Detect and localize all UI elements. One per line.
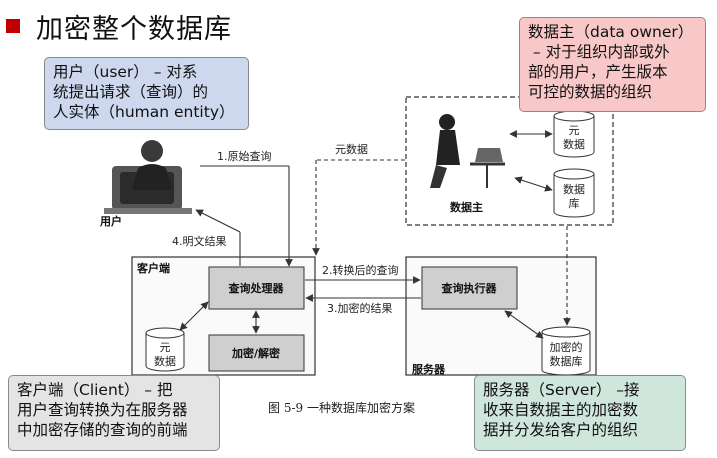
- processor-metadata-double-arrow: [179, 301, 209, 331]
- callout-server: 服务器（Server） –接 收来自数据主的加密数 据并分发给客户的组织: [474, 375, 686, 451]
- encrypted-database-cylinder-icon: [541, 326, 591, 376]
- callout-owner-line-1: 数据主（data owner）: [528, 23, 694, 41]
- client-metadata-label-1: 元: [160, 341, 171, 354]
- slide-title: 加密整个数据库: [6, 6, 232, 46]
- encrypted-db-label-2: 数据库: [550, 354, 583, 368]
- owner-database-label-1: 数据: [563, 182, 585, 196]
- owner-database-double-arrow: [514, 176, 553, 192]
- step1-label: 1.原始查询: [217, 149, 272, 163]
- owner-database-label-2: 库: [569, 197, 580, 210]
- step4-arrow-left: [195, 209, 241, 233]
- callout-user-line-3: 人实体（human entity）: [53, 103, 235, 121]
- executor-encrypted-db-double-arrow: [504, 310, 544, 339]
- callout-owner-line-3: 部的用户，产生版本: [528, 63, 668, 81]
- title-bullet-icon: [6, 19, 20, 33]
- callout-client-line-3: 中加密存储的查询的前端: [17, 421, 188, 439]
- metadata-flow-label: 元数据: [335, 142, 368, 156]
- callout-client-line-1: 客户端（Client） – 把: [17, 381, 173, 399]
- query-processor-label: 查询处理器: [229, 281, 285, 295]
- step4-label: 4.明文结果: [172, 234, 227, 248]
- server-label: 服务器: [412, 362, 446, 376]
- callout-client-line-2: 用户查询转换为在服务器: [17, 401, 188, 419]
- encrypted-db-label-1: 加密的: [550, 340, 583, 354]
- client-metadata-label-2: 数据: [154, 354, 176, 368]
- title-text: 加密整个数据库: [36, 13, 232, 45]
- query-executor-label: 查询执行器: [442, 281, 498, 295]
- user-person-icon: [104, 140, 192, 214]
- callout-server-line-3: 据并分发给客户的组织: [483, 421, 639, 439]
- query-processor-box: [208, 266, 305, 310]
- callout-client: 客户端（Client） – 把 用户查询转换为在服务器 中加密存储的查询的前端: [8, 375, 220, 451]
- owner-metadata-label-2: 数据: [563, 137, 585, 151]
- step2-label: 2.转换后的查询: [322, 263, 399, 277]
- encrypt-decrypt-label: 加密/解密: [231, 346, 280, 360]
- callout-server-line-2: 收来自数据主的加密数: [483, 401, 639, 419]
- callout-server-line-1: 服务器（Server） –接: [483, 381, 640, 399]
- client-label: 客户端: [136, 261, 170, 275]
- encrypt-decrypt-box: [208, 334, 305, 372]
- callout-owner-line-4: 可控的数据的组织: [528, 83, 653, 101]
- callout-user: 用户（user） – 对系 统提出请求（查询）的 人实体（human entit…: [44, 57, 249, 130]
- owner-metadata-cylinder-icon: [553, 110, 595, 158]
- user-label: 用户: [100, 214, 122, 228]
- query-executor-box: [421, 266, 518, 310]
- figure-caption: 图 5-9 一种数据库加密方案: [268, 400, 415, 415]
- owner-database-cylinder-icon: [553, 168, 595, 218]
- client-metadata-cylinder-icon: [145, 327, 185, 372]
- step3-label: 3.加密的结果: [327, 301, 393, 315]
- data-owner-person-icon: [430, 114, 505, 188]
- owner-metadata-label-1: 元: [569, 124, 580, 137]
- callout-data-owner: 数据主（data owner） – 对于组织内部或外 部的用户，产生版本 可控的…: [519, 17, 706, 112]
- callout-owner-line-2: – 对于组织内部或外: [528, 43, 670, 61]
- data-owner-label: 数据主: [450, 200, 483, 214]
- callout-user-line-2: 统提出请求（查询）的: [53, 83, 209, 101]
- callout-user-line-1: 用户（user） – 对系: [53, 63, 198, 81]
